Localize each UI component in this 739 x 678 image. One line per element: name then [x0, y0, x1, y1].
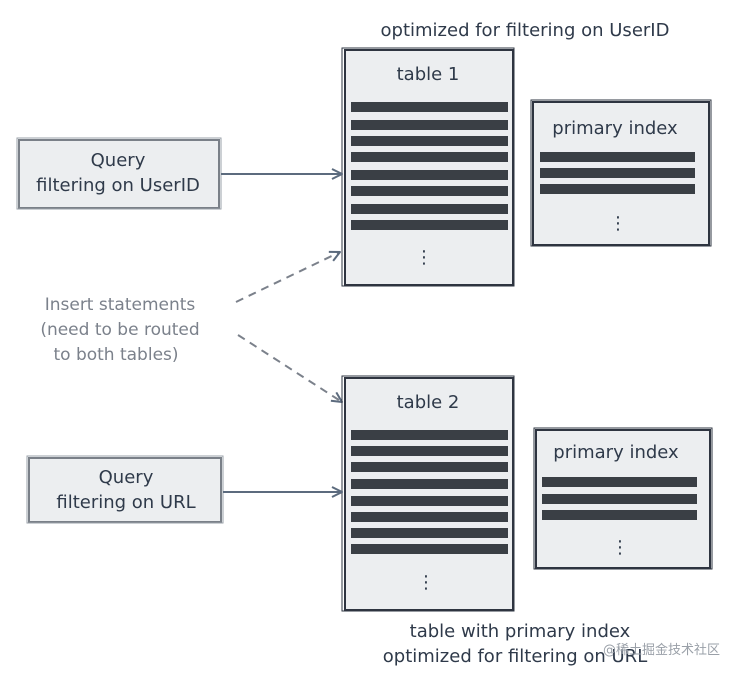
index2-ellipsis: ⋮	[611, 537, 629, 558]
insert-arrow-table1	[235, 252, 340, 303]
index2-rows	[542, 477, 697, 520]
watermark: @稀土掘金技术社区	[603, 642, 720, 658]
insert-note: Insert statements (need to be routed to …	[40, 295, 199, 365]
index1-ellipsis: ⋮	[609, 213, 627, 234]
query2-box: Query filtering on URL	[26, 455, 224, 524]
query2-line1: Query	[99, 467, 154, 488]
table2-ellipsis: ⋮	[417, 572, 435, 593]
bottom-caption-line2: optimized for filtering on URL	[383, 646, 647, 667]
top-caption: optimized for filtering on UserID	[381, 20, 670, 41]
index2-title: primary index	[553, 442, 679, 463]
insert-note-line2: (need to be routed	[40, 320, 199, 340]
table1-box: table 1 ⋮	[341, 47, 515, 287]
query1-line1: Query	[91, 150, 146, 171]
table1-title: table 1	[397, 64, 460, 85]
table2-box: table 2 ⋮	[341, 375, 515, 612]
query1-box: Query filtering on UserID	[16, 137, 222, 210]
table2-rows	[351, 430, 508, 554]
query2-line2: filtering on URL	[56, 492, 195, 513]
index1-box: primary index ⋮	[530, 99, 712, 247]
query1-line2: filtering on UserID	[36, 175, 200, 196]
table2-title: table 2	[397, 392, 460, 413]
insert-note-line3: to both tables)	[53, 345, 178, 365]
bottom-caption-line1: table with primary index	[410, 621, 631, 642]
table1-ellipsis: ⋮	[415, 247, 433, 268]
index1-title: primary index	[552, 118, 678, 139]
insert-note-line1: Insert statements	[45, 295, 196, 315]
index2-box: primary index ⋮	[533, 427, 713, 570]
insert-arrow-table2	[237, 334, 342, 402]
table1-rows	[351, 102, 508, 230]
index1-rows	[540, 152, 695, 194]
